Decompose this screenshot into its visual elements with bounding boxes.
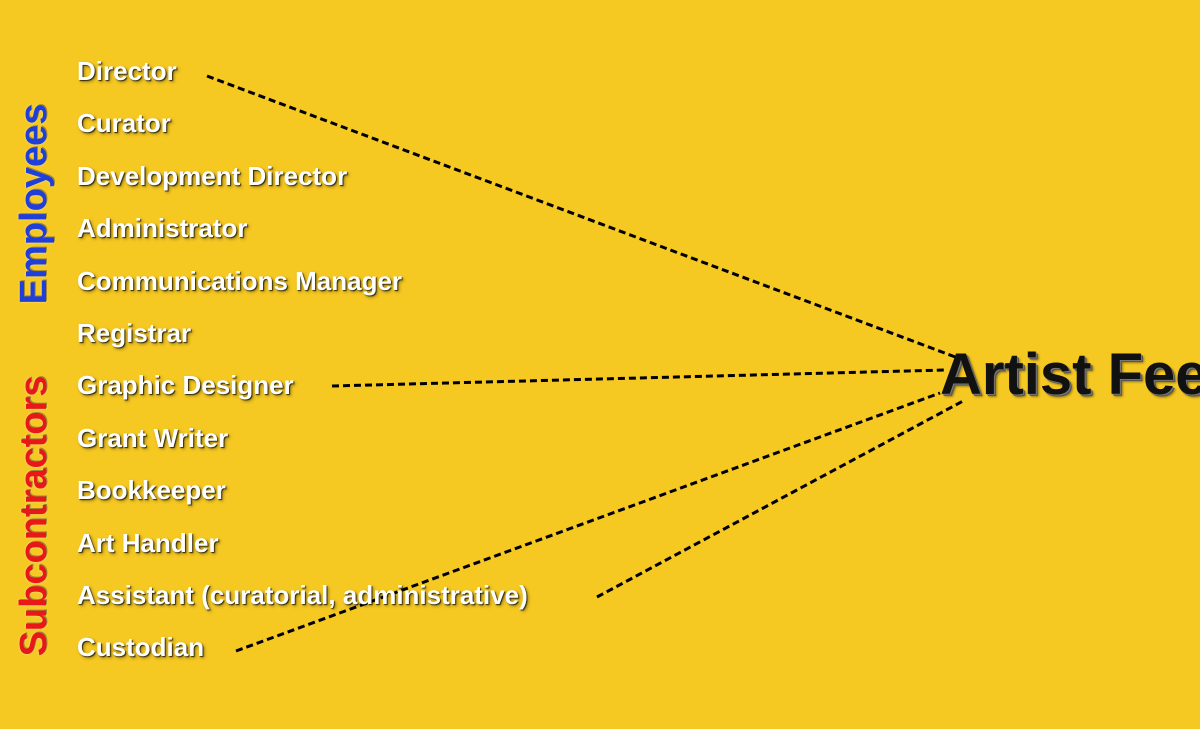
role-curator: Curator [77, 108, 171, 139]
role-custodian: Custodian [77, 632, 205, 663]
connector-director [206, 74, 959, 360]
connector-custodian [235, 391, 941, 653]
role-art-handler: Art Handler [77, 527, 219, 558]
subcontractors-group-label: Subcontractors [13, 375, 55, 657]
role-grant-writer: Grant Writer [77, 422, 229, 453]
role-development-director: Development Director [77, 160, 348, 191]
role-graphic-designer: Graphic Designer [77, 370, 294, 401]
connector-graphic-designer [331, 368, 946, 388]
connector-assistant [596, 398, 966, 599]
role-administrator: Administrator [77, 213, 248, 244]
employees-group-label: Employees [13, 103, 55, 305]
role-bookkeeper: Bookkeeper [77, 475, 226, 506]
artist-fee-label: Artist Fee [940, 342, 1200, 407]
role-list: Director Curator Development Director Ad… [77, 52, 528, 681]
role-communications-manager: Communications Manager [77, 265, 403, 296]
role-assistant: Assistant (curatorial, administrative) [77, 579, 528, 610]
role-director: Director [77, 56, 177, 86]
role-registrar: Registrar [77, 317, 192, 348]
